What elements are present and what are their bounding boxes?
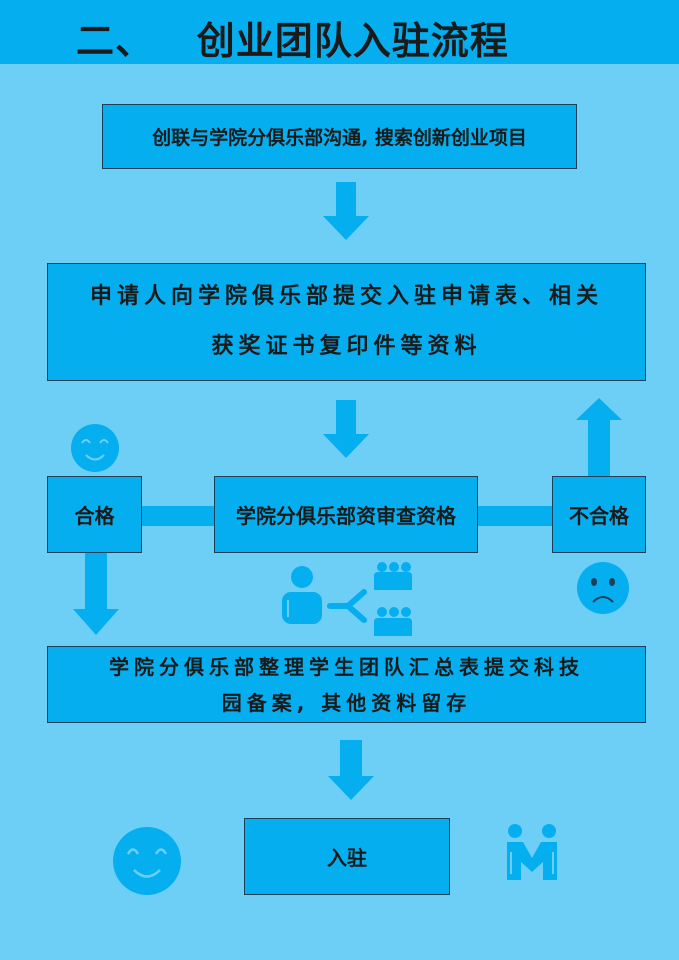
step-contact-box: 创联与学院分俱乐部沟通, 搜索创新创业项目 (102, 104, 577, 169)
settle-in-box: 入驻 (244, 818, 450, 895)
arrow-down-icon (323, 182, 369, 240)
arrow-down-icon (323, 400, 369, 458)
review-box: 学院分俱乐部资审查资格 (214, 476, 478, 553)
unqualified-box: 不合格 (552, 476, 646, 553)
step-register-line2: 园备案, 其他资料留存 (221, 690, 472, 715)
page-title: 二、 创业团队入驻流程 (76, 19, 509, 63)
smiley-face-icon (113, 827, 181, 895)
step-register-line1: 学院分俱乐部整理学生团队汇总表提交科技 (109, 654, 584, 679)
arrow-up-icon (576, 398, 622, 478)
review-label: 学院分俱乐部资审查资格 (236, 504, 456, 528)
step-apply-line2: 获奖证书复印件等资料 (211, 334, 482, 359)
review-connector-right (478, 506, 552, 526)
review-connector-left (142, 506, 214, 526)
step-apply-line1: 申请人向学院俱乐部提交入驻申请表、相关 (89, 284, 603, 309)
title-banner: 二、 创业团队入驻流程 (0, 0, 679, 64)
step-contact-label: 创联与学院分俱乐部沟通, 搜索创新创业项目 (152, 127, 527, 149)
step-register-box: 学院分俱乐部整理学生团队汇总表提交科技 园备案, 其他资料留存 (47, 646, 646, 723)
qualified-label: 合格 (74, 504, 115, 528)
arrow-down-icon (328, 740, 374, 800)
arrow-down-icon (73, 553, 119, 635)
qualified-box: 合格 (47, 476, 142, 553)
handshake-people-icon (507, 824, 557, 880)
settle-in-label: 入驻 (327, 846, 367, 870)
sad-face-icon (577, 562, 629, 614)
step-apply-box: 申请人向学院俱乐部提交入驻申请表、相关 获奖证书复印件等资料 (47, 263, 646, 381)
smiley-face-icon (71, 424, 119, 472)
person-share-icon (282, 562, 412, 636)
unqualified-label: 不合格 (569, 504, 629, 528)
